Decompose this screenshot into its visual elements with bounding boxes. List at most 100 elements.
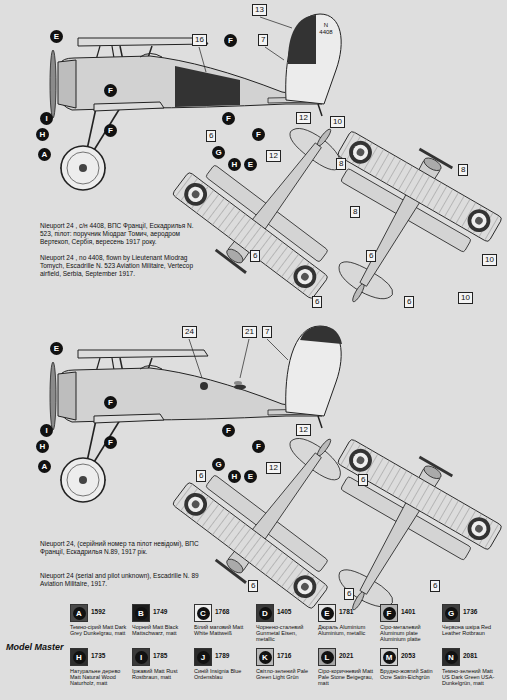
callout-letter: A [73,607,86,620]
callout-letter: F [104,436,117,449]
callout-letter: G [212,458,225,471]
callout-number: 8 [336,158,346,170]
callout-letter: H [36,128,49,141]
callout-letter: E [50,342,63,355]
callout-letter: F [383,607,396,620]
paint-code: 1592 [91,608,105,615]
paint-code: 1789 [215,652,229,659]
profile-one-part [260,17,292,28]
callout-number: 10 [458,292,473,304]
callout-number: 12 [266,462,281,474]
paint-code: 2053 [401,652,415,659]
callout-letter: I [135,651,148,664]
callout-letter: A [38,148,51,161]
profile-two-part [300,326,342,344]
profile-two-part [234,385,246,390]
callout-letter: F [252,440,265,453]
profile-one-part [50,14,341,190]
paint-code: 1401 [401,608,415,615]
paint-code: 1781 [339,608,353,615]
callout-number: 6 [196,470,206,482]
color-name: Сіро-коричневий Matt Pale Stone Beigegra… [318,668,376,686]
profile-two-part [240,339,249,378]
callout-number: 8 [458,164,468,176]
color-name: Чорний Matt Black Mattschwarz, matt [132,624,190,636]
plan-views-part [278,423,507,654]
callout-number: 7 [258,34,268,46]
callout-letter: F [104,124,117,137]
color-name: Темно-сірий Matt Dark Grey Dunkelgrau, m… [70,624,128,636]
callout-number: 10 [330,116,345,128]
paint-code: 2021 [339,652,353,659]
callout-letter: E [244,470,257,483]
plan-views [161,77,507,654]
color-name: Дюраль Aluminium Aluminium, metallic [318,624,376,636]
callout-number: 6 [358,474,368,486]
callout-letter: H [73,651,86,664]
callout-letter: M [383,651,396,664]
profile-one-part [288,15,316,64]
profile-one-part [175,66,240,107]
profile-one-part [199,47,206,72]
callout-letter: G [212,146,225,159]
color-name: Сіро-металевий Aluminum plate Aluminium … [380,624,438,642]
callout-letter: D [259,607,272,620]
color-name: Червона шкіра Red Leather Rotbraun [442,624,500,636]
callout-number: 6 [404,296,414,308]
callout-letter: C [197,607,210,620]
callout-number: 12 [296,424,311,436]
callout-letter: E [50,30,63,43]
serial-marking: N 4408 [317,22,335,36]
plan-views-part [278,115,507,346]
callout-letter: E [321,607,334,620]
callout-number: 6 [206,130,216,142]
callout-letter: F [104,84,117,97]
paint-code: 1749 [153,608,167,615]
paint-code: 1716 [277,652,291,659]
callout-letter: I [40,424,53,437]
paint-code: 1735 [91,652,105,659]
callout-letter: K [259,651,272,664]
color-name: Синій Insignia Blue Ordensblau [194,668,252,680]
callout-letter: F [104,396,117,409]
callout-number: 6 [250,250,260,262]
color-name: Білий матовий Matt White Mattweiß [194,624,252,636]
callout-number: 6 [312,296,322,308]
profile-two-part [189,339,202,378]
color-name: Світло-зелений Pale Green Light Grün [256,668,314,680]
caption-text: Nieuport 24, (серійний номер та пілот не… [40,540,205,556]
caption-text: Nieuport 24 (serial and pilot unknown), … [40,572,205,588]
callout-number: 8 [350,206,360,218]
callout-number: 6 [344,588,354,600]
profile-two-part [267,339,288,360]
color-name: Натуральне дерево Matt Natural Wood Natu… [70,668,128,686]
paint-code: 1785 [153,652,167,659]
callout-letter: E [244,158,257,171]
callout-number: 12 [296,112,311,124]
paint-code: 1768 [215,608,229,615]
callout-number: 13 [252,4,267,16]
brand-heading: Model Master [6,642,64,652]
callout-letter: F [222,424,235,437]
callout-letter: G [445,607,458,620]
callout-number: 24 [182,326,197,338]
callout-letter: J [197,651,210,664]
callout-letter: L [321,651,334,664]
callout-letter: H [36,440,49,453]
callout-number: 6 [366,250,376,262]
color-name: Темно-зелений Matt US Dark Green USA-Dun… [442,668,500,686]
profile-two-part [234,381,242,385]
callout-letter: N [445,651,458,664]
paint-code: 1736 [463,608,477,615]
callout-number: 6 [430,580,440,592]
callout-letter: B [135,607,148,620]
color-name: Іржавий Matt Rust Rostbraun, matt [132,668,190,680]
profile-one [50,14,341,190]
profile-two-part [200,382,208,390]
callout-number: 16 [192,34,207,46]
callout-letter: H [228,158,241,171]
color-name: Чорнено-сталевий Gunmetal Eisen, metalli… [256,624,314,642]
callout-number: 7 [262,326,272,338]
